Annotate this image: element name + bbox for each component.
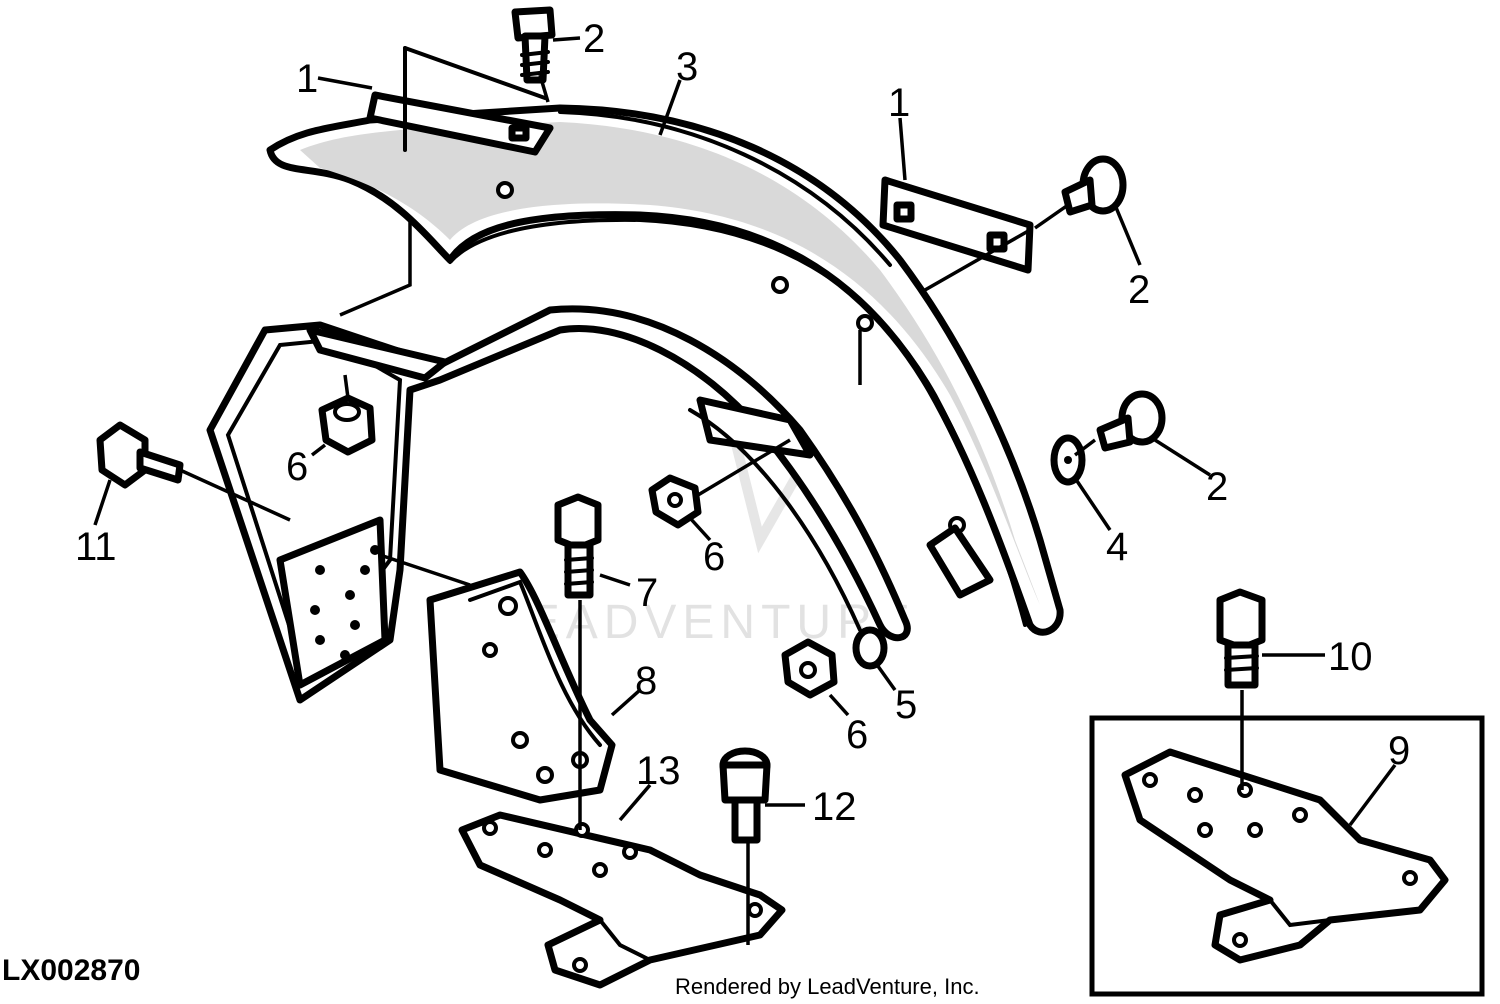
plate-part-1-top [366, 46, 554, 156]
plate-part-1-right [879, 176, 1034, 274]
nut-part-6-upper [318, 394, 376, 456]
callout-9: 9 [1388, 729, 1410, 773]
socket-bolt-part-12 [719, 747, 771, 844]
callout-1: 1 [296, 57, 318, 101]
callout-10: 10 [1328, 635, 1373, 679]
bolt-part-2-right-upper [1061, 155, 1127, 216]
figure-code: LX002870 [2, 954, 140, 987]
bolt-part-10 [1216, 588, 1266, 689]
watermark-text: LEADVENTURE [495, 596, 916, 649]
callout-2: 2 [583, 17, 605, 61]
bolt-part-2-right-lower [1096, 390, 1166, 452]
callout-3: 3 [676, 45, 698, 89]
bracket-part-8 [426, 568, 616, 804]
fender-part-3 [266, 104, 1064, 636]
callout-12: 12 [812, 785, 857, 829]
credit-footer: Rendered by LeadVenture, Inc. [675, 974, 980, 999]
callout-13: 13 [636, 749, 681, 793]
mounting-base-part-9 [1121, 748, 1449, 964]
detail-inset-box [1089, 715, 1485, 997]
callout-2-right-upper: 2 [1128, 268, 1150, 312]
bolt-part-11 [96, 421, 184, 489]
mounting-base-part-13 [458, 811, 786, 989]
callout-5: 5 [895, 683, 917, 727]
nut-part-6-middle [648, 474, 702, 529]
callout-4: 4 [1106, 525, 1128, 569]
washer-part-5 [852, 626, 888, 670]
bolt-part-2-top [511, 6, 556, 84]
nut-part-6-lower [781, 638, 838, 699]
callout-8: 8 [635, 659, 657, 703]
bolt-part-7 [554, 493, 602, 599]
callout-2-right-lower: 2 [1206, 465, 1228, 509]
callout-1-right: 1 [888, 81, 910, 125]
washer-part-4 [1050, 434, 1086, 486]
callout-7: 7 [636, 571, 658, 615]
watermark-logo [725, 418, 805, 554]
fender-brace-frame [206, 305, 911, 704]
callout-6-middle: 6 [703, 535, 725, 579]
callout-11: 11 [75, 525, 117, 569]
callout-6-upper: 6 [286, 445, 308, 489]
callout-labels: 1 2 3 1 2 2 4 6 11 6 7 8 5 6 13 12 10 9 [75, 17, 1410, 829]
callout-6-lower: 6 [846, 713, 868, 757]
leader-lines [93, 36, 1397, 945]
